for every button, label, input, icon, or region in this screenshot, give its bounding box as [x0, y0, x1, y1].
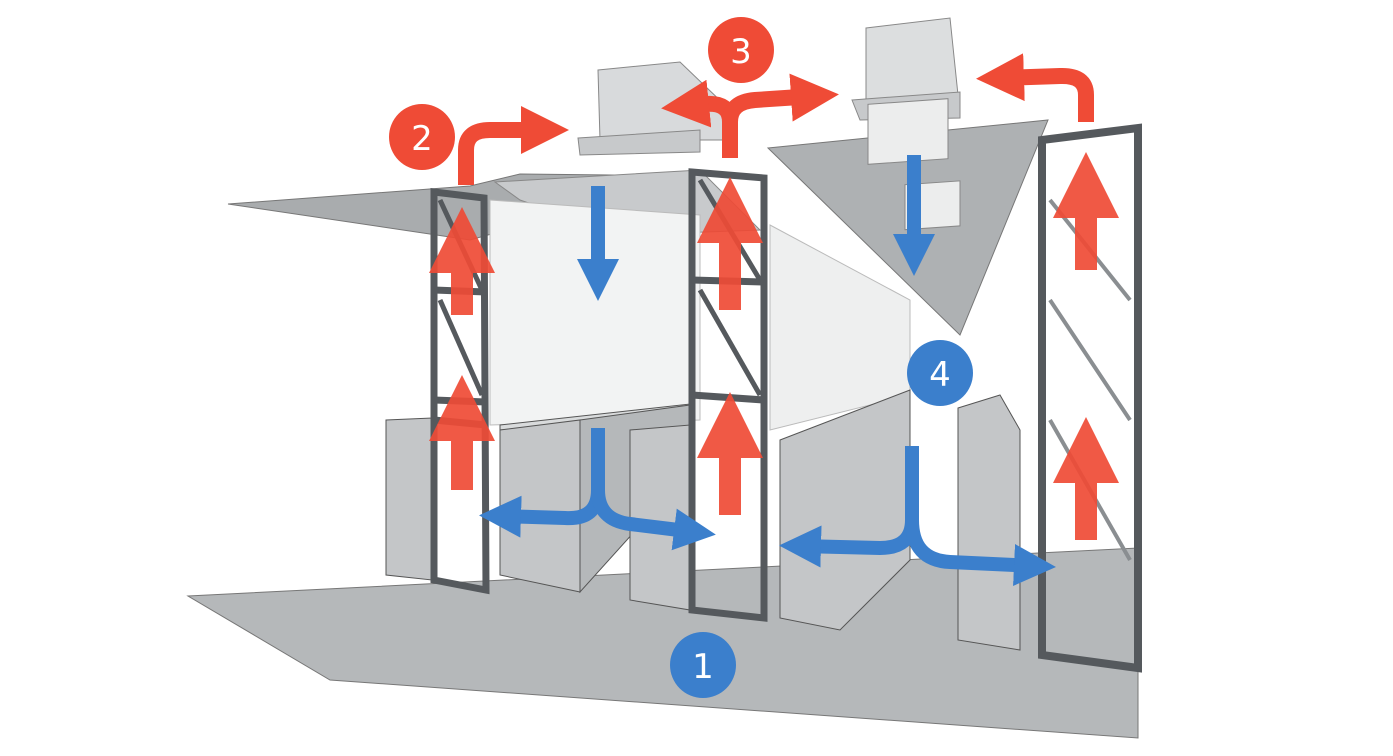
badge-4-label: 4: [929, 355, 951, 395]
badge-2-label: 2: [411, 119, 433, 159]
badge-3: 3: [708, 17, 774, 83]
server-cabinets-right: [958, 395, 1020, 650]
badge-3-label: 3: [730, 32, 752, 72]
badge-2: 2: [389, 104, 455, 170]
badge-1-label: 1: [692, 647, 714, 687]
badge-4: 4: [907, 340, 973, 406]
badge-1: 1: [670, 632, 736, 698]
ceiling-vent-1: [868, 99, 948, 165]
